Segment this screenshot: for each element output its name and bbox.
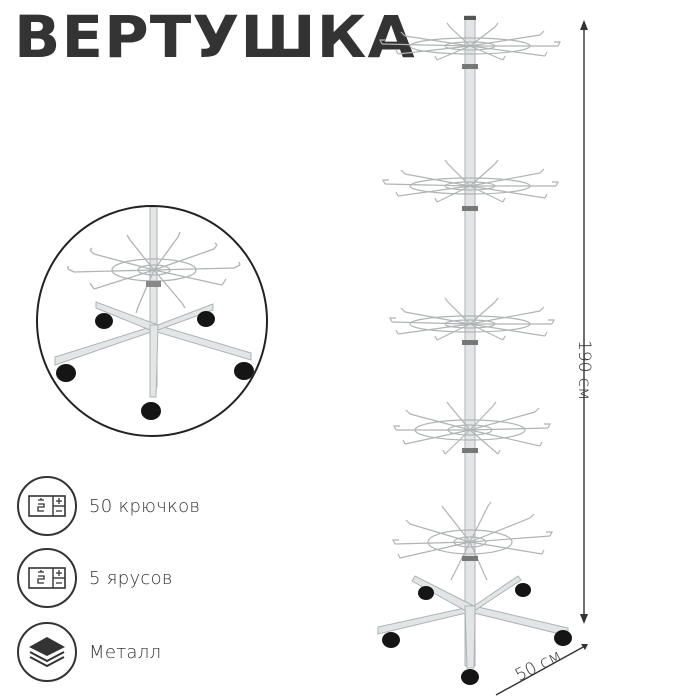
hook-tier-4 [393,401,551,455]
hook-tier-closeup [67,231,241,314]
base-legs [377,575,569,669]
height-dimension-label: 190 см [574,340,594,401]
feature-material: Металл [17,622,161,682]
feature-hooks: 50 крючков [17,476,200,536]
width-dimension-arrow [495,644,588,696]
feature-material-label: Металл [89,641,162,663]
hook-tier-2 [382,159,559,203]
product-illustration [377,15,588,696]
base-closeup-illustration [54,207,254,420]
casters [382,583,572,685]
casters-closeup [56,311,254,420]
height-dimension-arrow [580,20,588,624]
base-closeup-image [36,205,268,437]
hook-tier-1 [379,22,561,61]
feature-tiers: 5 ярусов [17,548,173,608]
feature-hooks-label: 50 крючков [89,495,201,517]
hook-tier-3 [389,297,555,341]
product-title: ВЕРТУШКА [14,3,416,71]
hook-tier-5 [392,501,553,581]
base-legs-closeup [54,301,252,398]
material-layers-icon [17,622,77,682]
pole-clamp [146,281,161,287]
feature-tiers-label: 5 ярусов [89,567,173,589]
tiers-count-icon [17,548,77,608]
hooks-count-icon [17,476,77,536]
